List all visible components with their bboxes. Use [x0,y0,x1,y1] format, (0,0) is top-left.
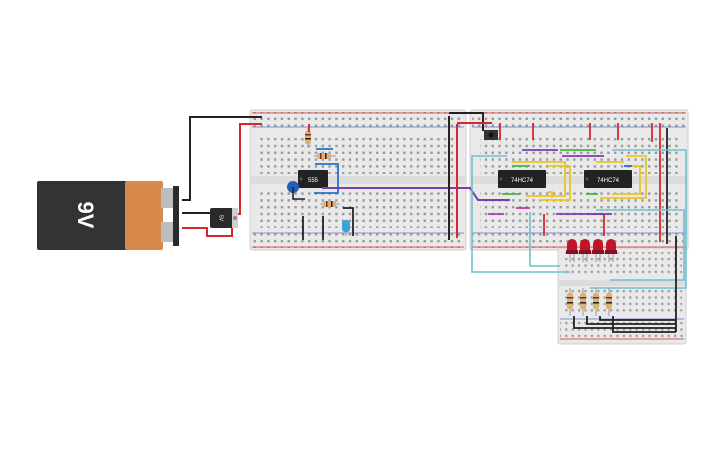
battery-body [37,181,129,250]
push-button[interactable] [484,130,498,140]
wires-cyan[interactable] [471,149,687,289]
resistor-r3[interactable] [320,201,340,207]
wire-cap [292,187,305,200]
wire-ground-battery [182,116,262,201]
wire-555-blue [314,163,339,194]
resistor-r1[interactable] [305,128,311,148]
wires-ground-bottom[interactable] [573,236,677,333]
wires-green[interactable] [502,149,598,195]
battery-9v[interactable]: 9V [37,181,179,250]
battery-label: 9V [73,202,98,229]
timer-chip-label: 555 [308,178,319,184]
breadboard-bottom[interactable] [557,247,687,345]
wire-power-battery [182,225,233,237]
led-1[interactable] [566,239,578,262]
flipflop-chip-1[interactable]: 74HC74 [498,170,546,188]
wires-purple[interactable] [522,149,612,215]
wire-clock-purple [322,187,510,201]
flipflop-chip-1-label: 74HC74 [511,178,534,184]
resistor-led-4[interactable] [606,288,612,316]
battery-terminal-pos [161,188,173,208]
wire-ground-bridge-top [449,112,484,131]
battery-terminal-neg [161,222,173,242]
flipflop-chip-2-label: 74HC74 [597,178,620,184]
wire-ground-left-c [343,207,354,236]
led-3[interactable] [592,239,604,262]
voltage-regulator[interactable]: 5V [210,208,238,228]
resistor-led-3[interactable] [593,288,599,316]
led-2[interactable] [579,239,591,262]
resistor-r2[interactable] [314,153,336,159]
bottom-board-components[interactable] [566,236,677,333]
right-board-components[interactable]: 74HC74 74HC74 [471,123,687,289]
wires-yellow[interactable] [512,155,647,201]
left-board-components[interactable]: 555 [287,112,510,240]
resistor-led-1[interactable] [567,288,573,316]
battery-clip [173,186,179,246]
capacitor-electrolytic[interactable] [342,220,350,236]
regulator-label: 5V [218,215,224,222]
resistor-led-2[interactable] [580,288,586,316]
battery-cap [125,181,163,250]
flipflop-chip-2[interactable]: 74HC74 [584,170,632,188]
wires-magenta[interactable] [488,207,530,215]
breadboard-left[interactable] [249,109,467,251]
led-4[interactable] [605,239,617,262]
timer-chip[interactable]: 555 [298,170,328,188]
breadboard-right[interactable] [469,109,689,251]
